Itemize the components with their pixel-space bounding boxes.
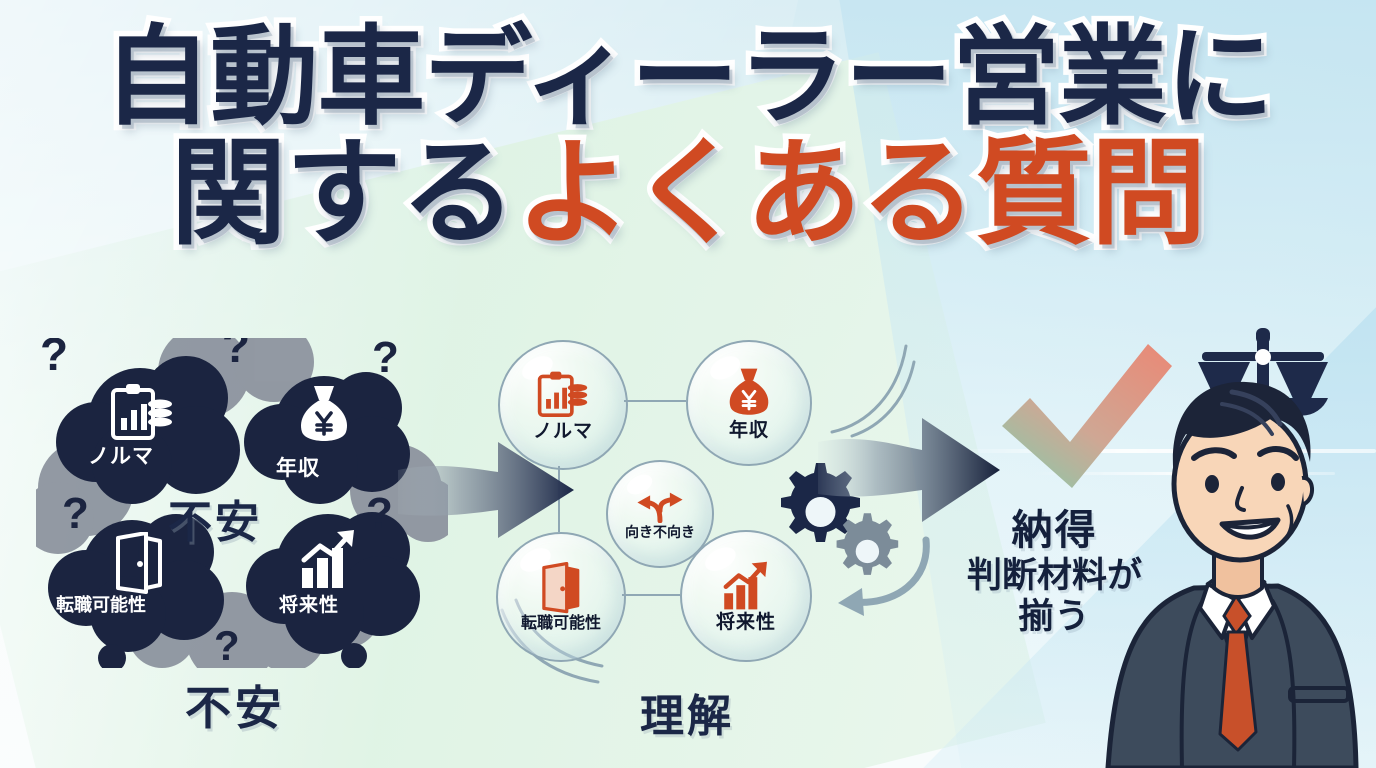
- arrow-right-icon: [398, 442, 574, 538]
- anxiety-cloud-cluster: ? ? ? ? ? ?: [36, 338, 448, 668]
- cloud-label-nensyu: 年収: [276, 457, 320, 480]
- bubble-norma: ノルマ: [498, 340, 628, 470]
- understanding-heading: 理解: [640, 692, 734, 741]
- bubble-connector-top: [624, 400, 686, 402]
- svg-text:?: ?: [62, 489, 89, 538]
- anxiety-bottom-heading: 不安: [185, 682, 285, 734]
- cloud-label-tenshoku: 転職可能性: [56, 595, 146, 615]
- bubble-label-tenshoku: 転職可能性: [520, 615, 601, 632]
- outcome-text-block: 納得 判断材料が 揃う: [952, 507, 1157, 637]
- bubble-shourai: 将来性: [680, 530, 812, 662]
- gear-gray-icon: [836, 513, 899, 575]
- outcome-line-3: 揃う: [1018, 597, 1091, 637]
- fork-arrows-icon: [637, 492, 683, 523]
- svg-text:?: ?: [222, 338, 250, 372]
- bubble-nensyu: 年収: [686, 340, 812, 466]
- svg-text:?: ?: [366, 489, 393, 538]
- open-door-icon: [116, 532, 162, 594]
- outcome-line-1: 納得: [1011, 507, 1098, 553]
- svg-text:?: ?: [372, 338, 399, 382]
- anxiety-center-heading: 不安: [168, 498, 262, 547]
- understanding-bubble-cluster: ノルマ 年収: [492, 332, 852, 672]
- cloud-shapes: ? ? ? ? ? ?: [36, 338, 448, 668]
- money-bag-yen-icon: [729, 368, 769, 415]
- open-door-icon: [542, 562, 580, 614]
- bubble-mukifumuki: 向き不向き: [606, 460, 714, 568]
- question-mark-glyphs: ? ? ? ? ? ?: [40, 338, 399, 668]
- businessman-illustration: [1105, 381, 1359, 768]
- cloud-label-norma: ノルマ: [88, 445, 154, 468]
- bubble-label-nensyu: 年収: [728, 419, 769, 441]
- clipboard-chart-coins-icon: [111, 384, 172, 440]
- motion-arc-lines: [830, 344, 916, 438]
- bubble-tenshoku: 転職可能性: [496, 532, 626, 662]
- growth-chart-arrow-icon: [723, 561, 767, 609]
- clipboard-chart-coins-icon: [537, 371, 588, 417]
- background-horizon-line: [949, 449, 1376, 454]
- svg-text:?: ?: [40, 338, 68, 380]
- bubble-label-mukifumuki: 向き不向き: [625, 524, 695, 540]
- checkmark-icon: [1002, 344, 1172, 488]
- svg-text:?: ?: [214, 622, 240, 668]
- growth-chart-arrow-icon: [301, 530, 354, 588]
- money-bag-yen-icon: [300, 386, 348, 441]
- bubble-label-shourai: 将来性: [715, 611, 776, 633]
- curved-arrow-icon: [838, 536, 930, 616]
- bubble-connector-bottom: [622, 594, 680, 596]
- outcome-line-2: 判断材料が: [966, 555, 1142, 595]
- cloud-label-shourai: 将来性: [279, 595, 340, 616]
- bubble-label-norma: ノルマ: [532, 420, 593, 442]
- cloud-dark-layer: [48, 356, 420, 668]
- arrow-right-icon: [818, 418, 1000, 522]
